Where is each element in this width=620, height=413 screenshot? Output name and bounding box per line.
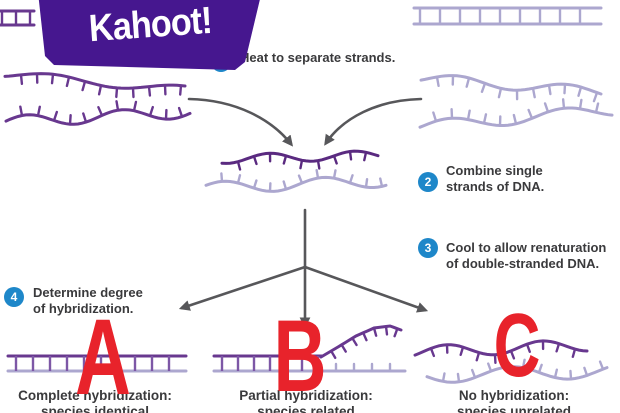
arrow-merge-left	[187, 97, 294, 147]
option-b-title: Partial hybridization:	[239, 388, 373, 403]
step-3-number-badge: 3	[418, 238, 438, 258]
option-c-title: No hybridization:	[458, 388, 570, 403]
ssdna-combined-bottom	[204, 168, 388, 193]
step-4-label: Determine degree of hybridization.	[33, 285, 143, 316]
dsdna-ladder-top-left-fragment	[0, 9, 36, 27]
option-b-caption: Partial hybridization: species related	[196, 388, 416, 413]
option-a-ladder	[6, 354, 188, 373]
step-3-label: Cool to allow renaturation of double-str…	[446, 240, 607, 271]
ssdna-right-top	[419, 74, 603, 103]
option-c-subtitle: species unrelated	[456, 404, 572, 413]
option-b-open-strand	[319, 324, 403, 360]
ssdna-left-top	[3, 72, 187, 99]
ssdna-right-bottom	[418, 98, 614, 129]
arrow-to-option-a	[178, 265, 307, 311]
option-a-letter: A	[74, 296, 132, 413]
option-b-letter: B	[273, 299, 327, 413]
step-1-label: Heat to separate strands.	[240, 50, 396, 65]
option-b-subtitle: species related	[257, 404, 355, 413]
option-b-ladder	[212, 354, 407, 373]
dsdna-ladder-top-right	[412, 6, 603, 26]
option-c-strand-top	[413, 339, 589, 364]
option-c-strand-bottom	[425, 357, 609, 384]
step-2-label: Combine single strands of DNA.	[446, 163, 545, 194]
step-2-number-badge: 2	[418, 172, 438, 192]
arrow-to-option-c	[303, 265, 429, 313]
kahoot-logo: Kahoot!	[36, 0, 266, 70]
option-c-letter: C	[493, 296, 541, 396]
arrow-merge-right	[324, 97, 423, 146]
kahoot-logo-text: Kahoot!	[87, 0, 213, 51]
option-a-subtitle: species identical	[40, 404, 150, 413]
ssdna-combined-top	[220, 149, 380, 171]
option-a-title: Complete hybridization:	[18, 388, 172, 403]
ssdna-left-bottom	[4, 100, 192, 126]
step-4-number-badge: 4	[4, 287, 24, 307]
option-c-caption: No hybridization: species unrelated	[404, 388, 620, 413]
option-a-caption: Complete hybridization: species identica…	[0, 388, 205, 413]
